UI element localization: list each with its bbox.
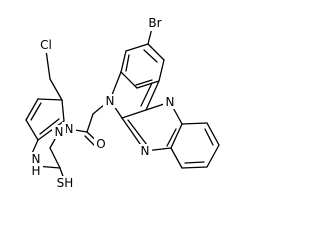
- carbonyl-oxygen-label: O: [96, 137, 105, 151]
- molecule-diagram: Br Cl N N N N N N H O SH: [25, 16, 220, 191]
- pyrazine-nitrogen-bottom-label: N: [141, 144, 150, 158]
- hydrazide-nitrogen-2-label: N: [55, 125, 64, 139]
- bromine-label: Br: [148, 16, 161, 30]
- atom-labels: Br Cl N N N N N N H O SH: [29, 16, 177, 191]
- chlorine-label: Cl: [40, 38, 52, 52]
- pyrazine-nitrogen-top-label: N: [166, 95, 175, 109]
- hydrazide-nitrogen-1-label: N: [65, 122, 74, 136]
- thiourea-nitrogen-label: N: [32, 152, 41, 166]
- thiourea-hydrogen-label: H: [31, 164, 40, 178]
- thiol-sulfur-label: SH: [57, 176, 74, 190]
- indole-nitrogen-label: N: [106, 94, 115, 108]
